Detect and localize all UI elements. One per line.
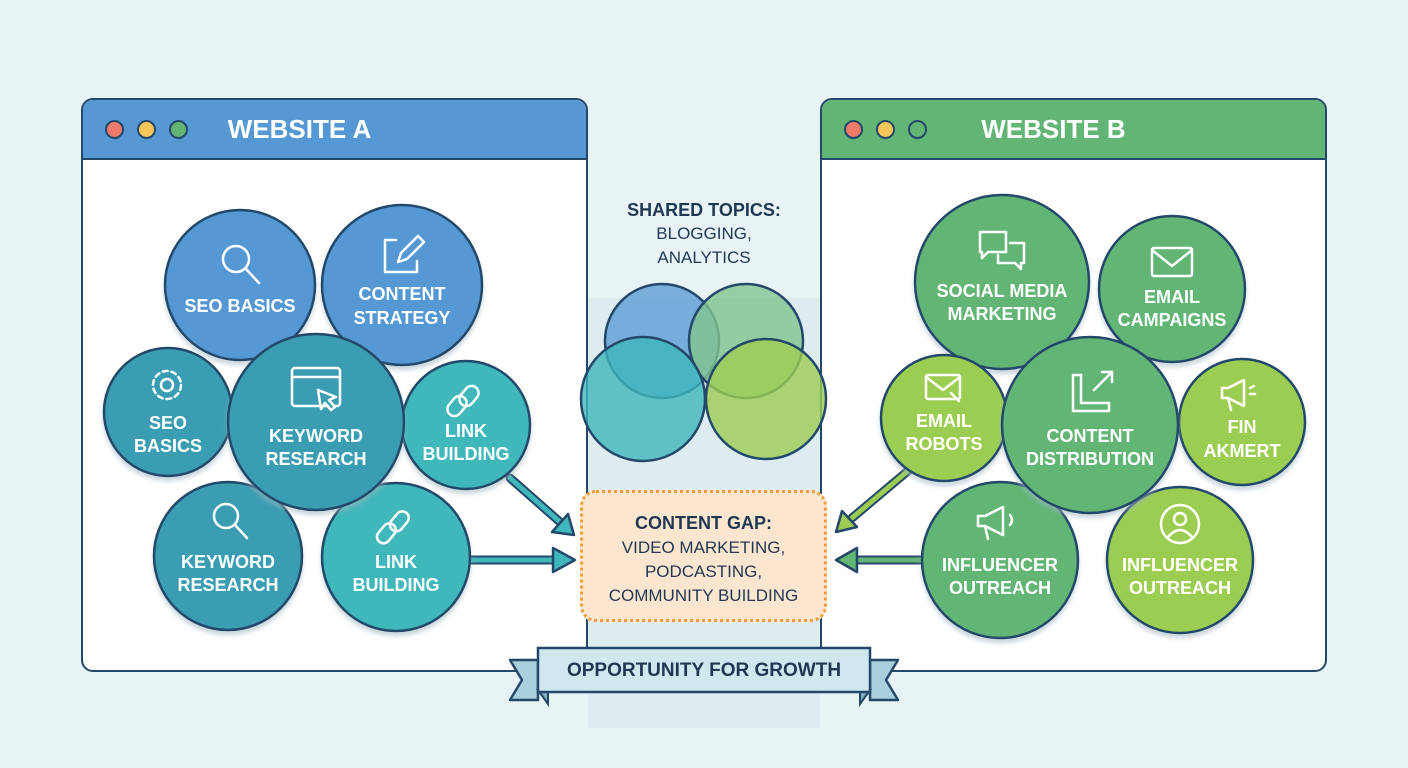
venn-diagram [579,282,828,463]
link-icon [375,510,411,545]
website-b-title: WEBSITE B [981,114,1126,144]
topic-label: MARKETING [948,304,1057,324]
topic-circle-link-building-2[interactable]: LINK BUILDING [320,481,472,633]
topic-label: KEYWORD [269,426,363,446]
topic-label: OUTREACH [949,578,1051,598]
minimize-dot-icon [137,120,156,139]
topic-label: DISTRIBUTION [1026,449,1154,469]
topic-circle-social-media-marketing[interactable]: SOCIAL MEDIA MARKETING [913,193,1091,371]
topic-label: EMAIL [1144,287,1200,307]
search-icon [212,502,249,540]
topic-circle-influencer-outreach[interactable]: INFLUENCER OUTREACH [920,480,1080,640]
topic-label: LINK [375,552,417,572]
shared-topics: SHARED TOPICS: BLOGGING, ANALYTICS [590,198,818,270]
topic-circle-seo-basics[interactable]: SEO BASICS [163,208,317,362]
topic-circle-email-campaigns[interactable]: EMAIL CAMPAIGNS [1097,214,1247,364]
content-gap-item: VIDEO MARKETING, [621,538,786,557]
topic-circle-fin-akmert[interactable]: FIN AKMERT [1177,357,1307,487]
shared-topics-line: ANALYTICS [657,248,751,267]
search-icon [221,244,261,285]
topic-label: LINK [445,421,487,441]
topic-label: INFLUENCER [942,555,1058,575]
content-gap-heading: CONTENT GAP: [635,513,772,533]
topic-label: CAMPAIGNS [1118,310,1227,330]
topic-label: FIN [1228,417,1257,437]
chat-bubbles-icon [978,230,1026,271]
maximize-dot-icon [169,120,188,139]
topic-label: CONTENT [359,284,446,304]
topic-label: SEO [149,413,187,433]
topic-circle-seo-basics-2[interactable]: SEO BASICS [102,346,234,478]
topic-label: SEO BASICS [184,296,295,316]
user-circle-icon [1159,503,1201,545]
close-dot-icon [105,120,124,139]
megaphone-icon [976,505,1014,541]
topic-label: AKMERT [1204,441,1281,461]
shared-topics-line: BLOGGING, [656,224,752,243]
arrow-link-building-2-to-gap [470,546,577,574]
arrow-influencer-to-gap [834,546,925,574]
venn-circle-lime [704,337,828,461]
topic-label: SOCIAL MEDIA [937,281,1068,301]
topic-circle-content-strategy[interactable]: CONTENT STRATEGY [320,203,484,367]
minimize-dot-icon [876,120,895,139]
topic-label: CONTENT [1047,426,1134,446]
website-a-titlebar: WEBSITE A [83,100,586,160]
topic-label: RESEARCH [177,575,278,595]
edit-icon [383,234,426,274]
arrow-link-building-to-gap [505,473,576,537]
topic-label: STRATEGY [354,308,451,328]
content-gap-box: CONTENT GAP: VIDEO MARKETING, PODCASTING… [580,490,827,622]
topic-label: ROBOTS [905,434,982,454]
maximize-dot-icon [908,120,927,139]
topic-circle-keyword-research[interactable]: KEYWORD RESEARCH [226,332,406,512]
topic-circle-keyword-research-2[interactable]: KEYWORD RESEARCH [152,480,304,632]
close-dot-icon [844,120,863,139]
topic-circle-influencer-outreach-2[interactable]: INFLUENCER OUTREACH [1105,485,1255,635]
arrow-email-robots-to-gap [834,465,914,534]
shared-topics-heading: SHARED TOPICS: [627,200,781,220]
website-b-titlebar: WEBSITE B [822,100,1325,160]
content-gap-item: COMMUNITY BUILDING [608,586,799,605]
growth-banner-label: OPPORTUNITY FOR GROWTH [566,660,842,681]
topic-circle-email-robots[interactable]: EMAIL ROBOTS [879,353,1009,483]
topic-circle-link-building[interactable]: LINK BUILDING [400,359,532,491]
link-icon [446,384,480,418]
venn-circle-teal [579,335,707,463]
topic-label: EMAIL [916,411,972,431]
topic-label: KEYWORD [181,552,275,572]
envelope-icon [1150,246,1194,278]
website-a-title: WEBSITE A [227,114,372,144]
megaphone-icon [1220,378,1257,412]
growth-banner [508,646,900,708]
topic-label: BASICS [134,436,202,456]
topic-label: BUILDING [423,444,510,464]
topic-circle-content-distribution[interactable]: CONTENT DISTRIBUTION [1000,335,1180,515]
topic-label: BUILDING [353,575,440,595]
content-gap-item: PODCASTING, [644,562,763,581]
topic-label: OUTREACH [1129,578,1231,598]
topic-label: INFLUENCER [1122,555,1238,575]
browser-cursor-icon [290,366,342,412]
share-external-icon [1071,370,1114,413]
topic-label: RESEARCH [265,449,366,469]
envelope-cursor-icon [924,373,962,403]
gear-icon [151,369,183,401]
